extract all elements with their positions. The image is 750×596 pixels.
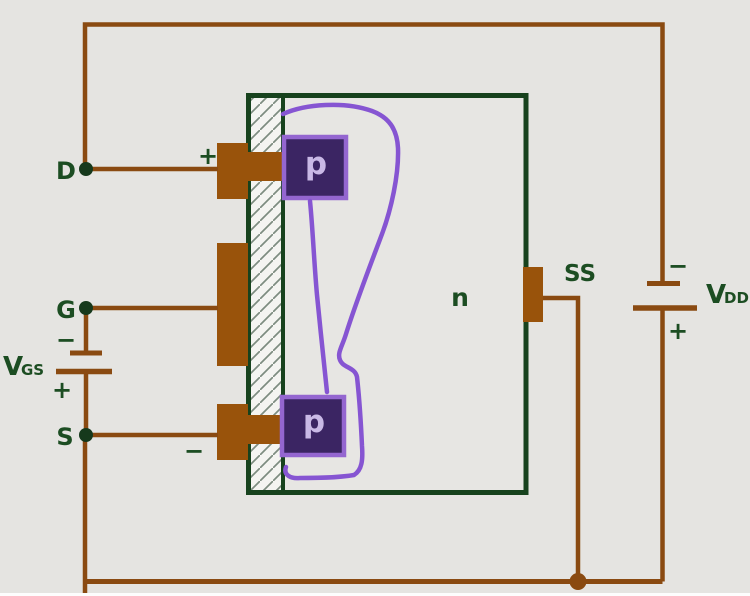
gate-terminal-dot (79, 301, 93, 315)
wire-junction-dot (569, 573, 587, 590)
substrate-terminal-label: SS (564, 261, 596, 287)
p-region-top (281, 134, 349, 201)
vdd-label: V (706, 280, 726, 310)
vgs-label: V (3, 352, 23, 382)
vgs-minus-sign: − (56, 326, 76, 354)
p-region-bottom (279, 394, 347, 458)
gate-label: G (56, 296, 76, 324)
drain-label: D (56, 157, 76, 185)
vdd-plus-sign: + (668, 317, 688, 345)
source-polarity-minus: − (184, 437, 204, 465)
drain-polarity-plus: + (198, 142, 218, 170)
drain-terminal-dot (79, 162, 93, 176)
depletion-region-outline (280, 102, 401, 481)
source-contact-pad (217, 404, 248, 460)
substrate-contact-pad (523, 267, 543, 322)
p-region-top-label: p (305, 146, 327, 182)
p-region-bottom-label: p (303, 404, 325, 440)
source-label: S (56, 423, 73, 451)
vgs-subscript: GS (21, 361, 44, 379)
vdd-subscript: DD (724, 289, 749, 307)
depletion-region-inner-line (307, 198, 330, 395)
drain-contact-pad (217, 143, 248, 199)
gate-contact-pad (217, 243, 248, 366)
n-region-label: n (451, 283, 469, 312)
source-contact-via (248, 415, 280, 444)
vgs-plus-sign: + (52, 376, 72, 404)
source-terminal-dot (79, 428, 93, 442)
bottom-white-strip (0, 593, 750, 596)
drain-contact-via (248, 152, 282, 181)
vdd-minus-sign: − (668, 252, 688, 280)
drain-to-vdd-top-wire (82, 22, 665, 283)
substrate-terminal-wire (543, 295, 581, 582)
